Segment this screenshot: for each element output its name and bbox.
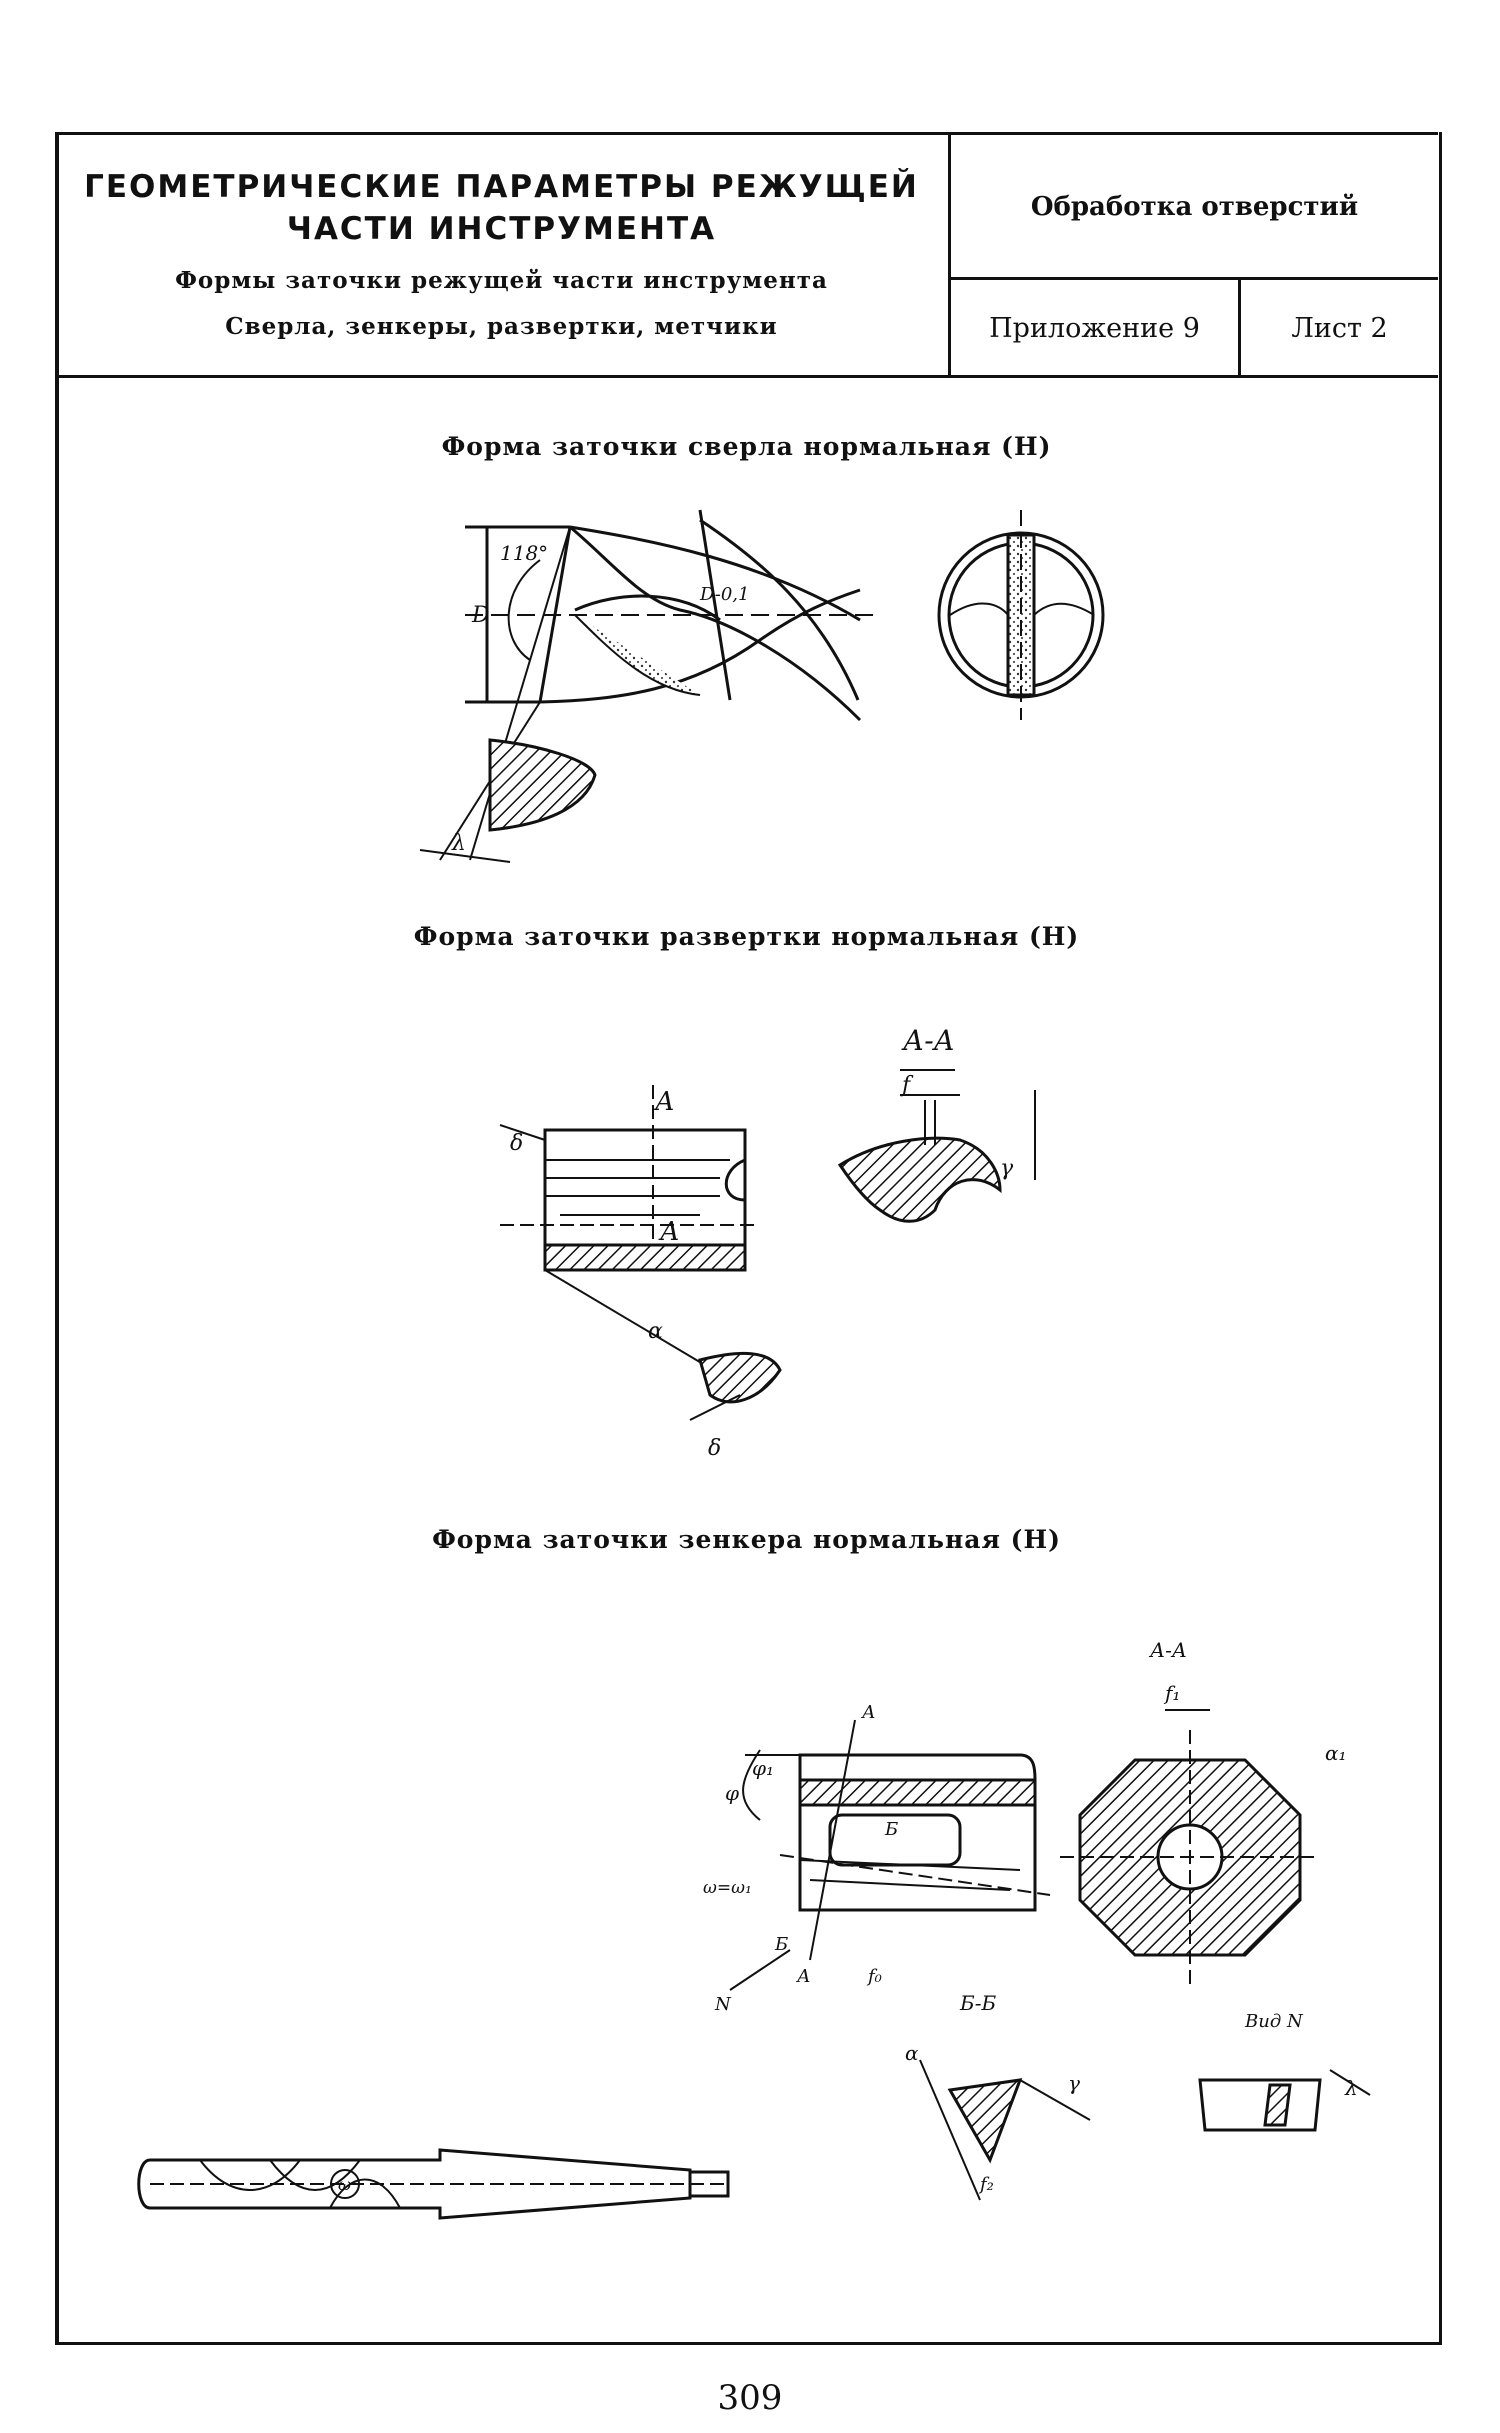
countersink-cut-a-bottom: А bbox=[795, 1966, 811, 1987]
drill-end-view bbox=[937, 510, 1105, 720]
page-frame bbox=[55, 132, 1442, 2345]
sheet-number: Лист 2 bbox=[1291, 313, 1388, 344]
reamer-section-aa bbox=[837, 1069, 1036, 1223]
countersink-f1-label: f₁ bbox=[1163, 1681, 1180, 1705]
countersink-alpha1-label: α₁ bbox=[1325, 1741, 1347, 1765]
drill-side-view bbox=[439, 509, 880, 861]
reamer-body-hatch bbox=[543, 1243, 747, 1272]
countersink-view-n bbox=[1198, 2069, 1371, 2132]
countersink-section-bb bbox=[919, 2059, 1091, 2201]
countersink-side-view bbox=[729, 1719, 1051, 1991]
reamer-alpha-label: α bbox=[648, 1319, 663, 1344]
countersink-view-n-lambda-label: λ bbox=[1344, 2076, 1358, 2100]
countersink-f2-label: f₂ bbox=[978, 2174, 994, 2195]
drill-back-taper-label: D-0,1 bbox=[699, 584, 749, 605]
countersink-bb-gamma-label: γ bbox=[1068, 2071, 1080, 2095]
countersink-f0-label: f₀ bbox=[866, 1966, 882, 1987]
drill-lambda-label: λ bbox=[451, 831, 466, 856]
countersink-section-aa-label: А-А bbox=[1148, 1638, 1187, 1662]
section-name: Обработка отверстий bbox=[951, 135, 1438, 280]
title-line-2: ЧАСТИ ИНСТРУМЕНТА bbox=[286, 211, 717, 247]
countersink-n-arrow-label: N bbox=[714, 1994, 732, 2015]
countersink-cut-b-top: Б bbox=[884, 1819, 898, 1840]
countersink-view-n-label: Вид N bbox=[1244, 2011, 1304, 2032]
subtitle-line-2: Сверла, зенкеры, развертки, метчики bbox=[225, 313, 778, 340]
subtitle-line-1: Формы заточки режущей части инструмента bbox=[175, 267, 828, 294]
countersink-cut-a-top: А bbox=[860, 1702, 876, 1723]
countersink-tool-omega-label: ω bbox=[338, 2175, 351, 2194]
countersink-section-bb-label: Б-Б bbox=[959, 1991, 996, 2015]
reamer-delta-label-top: δ bbox=[510, 1131, 523, 1156]
reamer-cut-a-top: А bbox=[653, 1087, 675, 1117]
drill-section-title: Форма заточки сверла нормальная (Н) bbox=[441, 432, 1052, 461]
countersink-phi1-label: φ₁ bbox=[752, 1756, 774, 1780]
reamer-section-title: Форма заточки развертки нормальная (Н) bbox=[413, 922, 1080, 951]
title-line-1: ГЕОМЕТРИЧЕСКИЕ ПАРАМЕТРЫ РЕЖУЩЕЙ bbox=[84, 169, 919, 205]
reamer-tooth-section bbox=[689, 1351, 782, 1421]
appendix-number: Приложение 9 bbox=[951, 280, 1241, 378]
reamer-delta-label-bottom: δ bbox=[708, 1436, 721, 1461]
countersink-tool-view bbox=[137, 2148, 730, 2220]
title-block: ГЕОМЕТРИЧЕСКИЕ ПАРАМЕТРЫ РЕЖУЩЕЙ ЧАСТИ И… bbox=[55, 132, 1438, 378]
countersink-omega-label: ω=ω₁ bbox=[703, 1878, 752, 1898]
page-number: 309 bbox=[717, 2378, 783, 2418]
reamer-section-aa-label: А-А bbox=[901, 1024, 955, 1057]
title-block-right: Обработка отверстий Приложение 9 Лист 2 bbox=[948, 135, 1438, 378]
reamer-side-view bbox=[499, 1085, 760, 1381]
reamer-cut-a-bottom: А bbox=[658, 1217, 680, 1247]
drill-diameter-label: D bbox=[471, 603, 490, 628]
countersink-phi-label: φ bbox=[725, 1781, 739, 1805]
drill-cross-section bbox=[419, 738, 597, 863]
title-block-left: ГЕОМЕТРИЧЕСКИЕ ПАРАМЕТРЫ РЕЖУЩЕЙ ЧАСТИ И… bbox=[55, 135, 948, 378]
countersink-bb-alpha-label: α bbox=[905, 2041, 919, 2065]
drill-angle-label: 118° bbox=[500, 541, 548, 565]
countersink-cut-b-bottom: Б bbox=[774, 1934, 788, 1955]
countersink-section-title: Форма заточки зенкера нормальная (Н) bbox=[432, 1525, 1061, 1554]
reamer-gamma-label: γ bbox=[1000, 1156, 1014, 1181]
countersink-section-aa bbox=[1060, 1709, 1320, 1985]
